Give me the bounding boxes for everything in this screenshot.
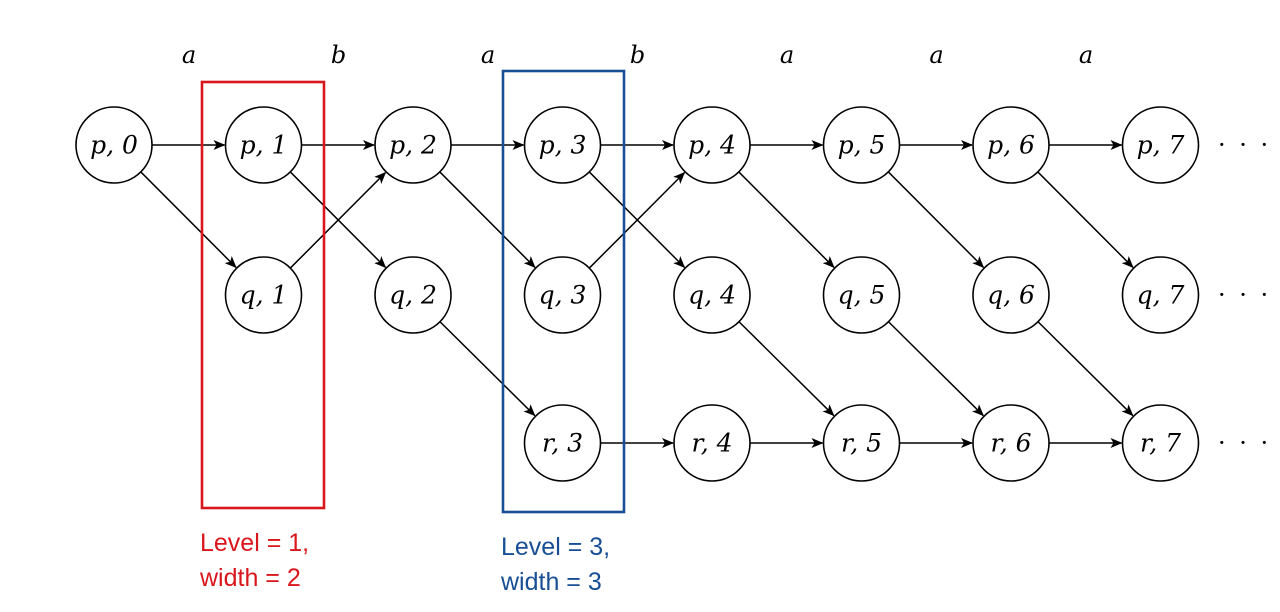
- level-caption-line1: Level = 1,: [200, 529, 309, 557]
- node-circle: [75, 106, 153, 184]
- edge-p6-q7: [1037, 171, 1134, 269]
- edge-p0-q1: [140, 171, 237, 269]
- node-circle: [673, 256, 751, 334]
- state-node-r6: r, 6: [972, 404, 1050, 482]
- node-label: p, 6: [987, 131, 1035, 160]
- state-node-q6: q, 6: [972, 256, 1050, 334]
- level-caption-line1: Level = 3,: [501, 533, 610, 561]
- node-label: p, 0: [90, 131, 138, 160]
- node-label: r, 4: [691, 429, 732, 458]
- node-circle: [972, 256, 1050, 334]
- node-label: q, 5: [838, 281, 886, 310]
- state-node-p2: p, 2: [374, 106, 452, 184]
- edge-p2-q3: [439, 171, 536, 269]
- node-label: q, 1: [240, 281, 288, 310]
- level-frame: [501, 69, 626, 514]
- node-label: p, 7: [1137, 131, 1185, 160]
- ellipsis-q: · · ·: [1218, 281, 1271, 309]
- node-circle: [972, 106, 1050, 184]
- state-node-r3: r, 3: [523, 404, 602, 482]
- node-circle: [1121, 404, 1200, 482]
- input-letter: b: [331, 41, 346, 69]
- ellipsis-r: · · ·: [1218, 429, 1271, 457]
- edge-q2-r3: [439, 321, 536, 417]
- level-caption-line2: width = 2: [199, 564, 301, 592]
- state-node-r5: r, 5: [822, 404, 901, 482]
- node-circle: [822, 106, 901, 184]
- input-letter: a: [1079, 41, 1093, 69]
- node-circle: [673, 106, 751, 184]
- state-node-r4: r, 4: [673, 404, 751, 482]
- node-circle: [972, 404, 1050, 482]
- node-circle: [673, 404, 751, 482]
- node-label: p, 3: [539, 131, 587, 160]
- input-letter: a: [481, 41, 495, 69]
- edge-p5-q6: [887, 171, 985, 269]
- node-label: q, 2: [389, 281, 437, 310]
- node-circle: [1121, 106, 1200, 184]
- node-circle: [822, 404, 901, 482]
- node-circle: [224, 106, 303, 184]
- transition-edges: [140, 140, 1134, 448]
- node-label: p, 2: [389, 131, 437, 160]
- node-circle: [1121, 256, 1200, 334]
- edge-p4-q5: [738, 171, 835, 269]
- node-label: r, 6: [990, 429, 1031, 458]
- state-node-q3: q, 3: [523, 256, 602, 334]
- input-letter: a: [780, 41, 794, 69]
- state-node-p5: p, 5: [822, 106, 901, 184]
- level-frames: Level = 1, width = 2 Level = 3, width = 3: [199, 69, 626, 596]
- state-node-q4: q, 4: [673, 256, 751, 334]
- node-circle: [523, 404, 602, 482]
- node-label: q, 3: [539, 281, 587, 310]
- level-frame: [200, 80, 326, 510]
- node-label: p, 4: [688, 131, 736, 160]
- node-circle: [374, 256, 452, 334]
- level-1-group: Level = 1, width = 2: [199, 80, 326, 592]
- node-label: q, 6: [987, 281, 1035, 310]
- state-node-p0: p, 0: [75, 106, 153, 184]
- node-label: p, 1: [240, 131, 288, 160]
- state-node-p4: p, 4: [673, 106, 751, 184]
- node-circle: [374, 106, 452, 184]
- state-nodes: p, 0 p, 1 p, 2 p, 3 p, 4 p, 5 p, 6 p, 7 q, 1 q, 2…: [75, 106, 1200, 482]
- level-caption-line2: width = 3: [500, 568, 602, 596]
- node-label: r, 5: [841, 429, 882, 458]
- state-node-q5: q, 5: [822, 256, 901, 334]
- node-label: p, 5: [838, 131, 886, 160]
- edge-q3-p4: [588, 171, 686, 269]
- state-node-q7: q, 7: [1121, 256, 1200, 334]
- state-node-p7: p, 7: [1121, 106, 1200, 184]
- edge-q1-p2: [289, 171, 387, 269]
- continuation-ellipses: · · · · · · · · ·: [1218, 131, 1271, 457]
- state-node-q1: q, 1: [224, 256, 303, 334]
- state-node-p3: p, 3: [523, 106, 602, 184]
- state-node-r7: r, 7: [1121, 404, 1200, 482]
- state-node-p6: p, 6: [972, 106, 1050, 184]
- node-circle: [224, 256, 303, 334]
- ellipsis-p: · · ·: [1218, 131, 1271, 159]
- node-circle: [822, 256, 901, 334]
- node-label: q, 4: [688, 281, 736, 310]
- node-label: r, 3: [542, 429, 583, 458]
- level-3-group: Level = 3, width = 3: [500, 69, 626, 596]
- node-label: r, 7: [1140, 429, 1181, 458]
- edge-q5-r6: [887, 321, 984, 417]
- node-circle: [523, 106, 602, 184]
- state-node-q2: q, 2: [374, 256, 452, 334]
- node-circle: [523, 256, 602, 334]
- input-letter: b: [630, 41, 645, 69]
- node-label: q, 7: [1137, 281, 1185, 310]
- edge-q6-r7: [1037, 321, 1134, 417]
- input-letter: a: [929, 41, 943, 69]
- edge-q4-r5: [738, 321, 835, 417]
- state-node-p1: p, 1: [224, 106, 303, 184]
- input-letter: a: [182, 41, 196, 69]
